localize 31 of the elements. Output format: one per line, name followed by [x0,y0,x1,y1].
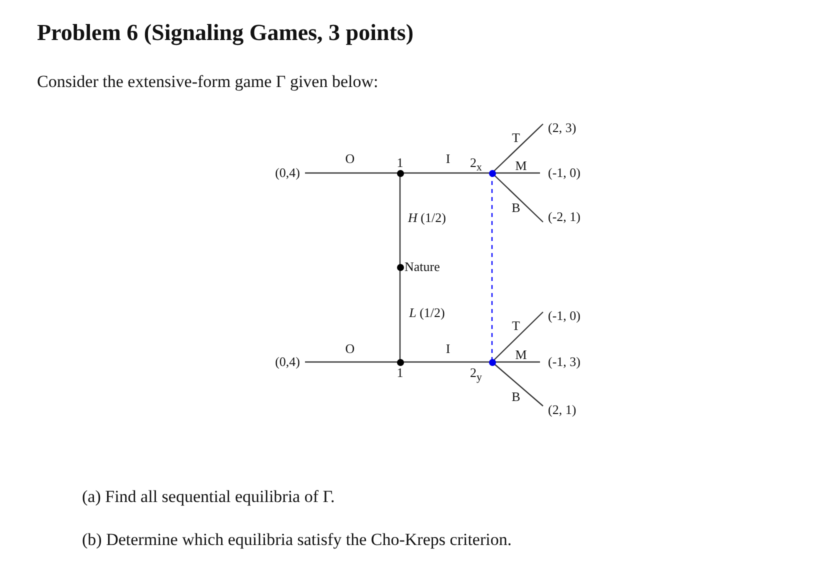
edge-label: M [515,348,527,362]
decision-node: 1 [390,358,410,380]
branch-line [305,172,400,174]
edge-label: I [446,152,450,166]
edge-label: M [515,159,527,173]
decision-node: 1 [390,156,410,177]
edge-label: L (1/2) [409,306,445,320]
branch-line [492,124,544,174]
edge-label: H (1/2) [408,211,446,225]
payoff-label: (-1, 3) [548,354,580,370]
question-text: (b) Determine which equilibria satisfy the Cho-Kreps criterion. [82,530,512,550]
payoff-label: (2, 3) [548,120,576,136]
edge-label: I [446,342,450,356]
edge-label: B [512,201,520,215]
edge-label: O [345,152,355,166]
chance-node: Nature [396,260,440,274]
payoff-label: (-1, 0) [548,308,580,324]
payoff-label: (0,4) [275,165,300,181]
payoff-label: (-1, 0) [548,165,580,181]
payoff-label: (-2, 1) [548,209,580,225]
question-text: (a) Find all sequential equilibria of Γ. [82,487,335,507]
edge-label: T [512,319,520,333]
edge-label: B [512,390,520,404]
branch-line [492,312,544,362]
payoff-label: (0,4) [275,354,300,370]
edge-label: T [512,131,520,145]
problem-text: Consider the extensive-form game Γ given below: [37,72,378,92]
payoff-label: (2, 1) [548,402,576,418]
title: Problem 6 (Signaling Games, 3 points) [37,20,414,46]
edge-label: O [345,342,355,356]
branch-line [305,361,400,363]
